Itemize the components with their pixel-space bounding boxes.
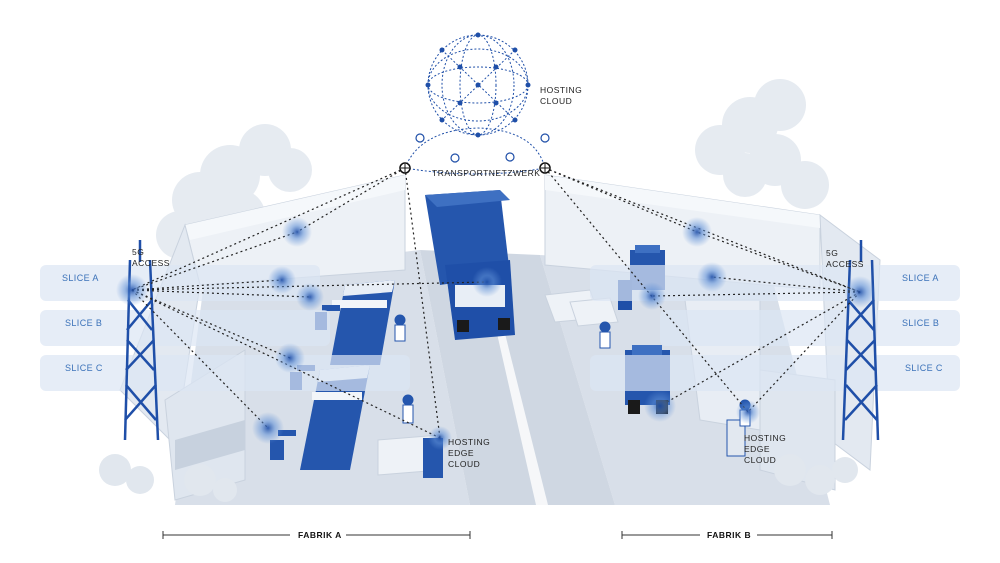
hosting-cloud-label-2: CLOUD: [540, 96, 572, 106]
access-right-label-2: ACCESS: [826, 259, 864, 269]
edge-right-label-1: HOSTING: [744, 433, 786, 443]
edge-server-right: [726, 419, 746, 457]
trees-right: [695, 79, 829, 209]
slice-panel-right-b: SLICE B: [660, 310, 960, 346]
edge-right-label-3: CLOUD: [744, 455, 776, 465]
hosting-cloud-sphere: [425, 32, 531, 138]
network-links: [131, 167, 861, 439]
slice-panel-left-c: SLICE C: [40, 355, 410, 391]
access-left-label-1: 5G: [132, 247, 144, 257]
signal-halos: [116, 217, 876, 450]
fabrik-b-label: FABRIK B: [707, 530, 751, 540]
access-right-label-1: 5G: [826, 248, 838, 258]
transportnetzwerk-label: TRANSPORTNETZWERK: [432, 168, 540, 178]
fabrik-b-scale: [621, 531, 833, 539]
hosting-cloud-label-1: HOSTING: [540, 85, 582, 95]
access-left-label-2: ACCESS: [132, 258, 170, 268]
fabrik-a-scale: [162, 531, 471, 539]
edge-left-label-1: HOSTING: [448, 437, 490, 447]
transport-ring: [404, 127, 550, 175]
slice-panel-left-a: SLICE A: [40, 265, 320, 301]
fabrik-a-label: FABRIK A: [298, 530, 342, 540]
slice-left-c-label: SLICE C: [65, 363, 103, 373]
slice-left-b-label: SLICE B: [65, 318, 102, 328]
slice-left-a-label: SLICE A: [62, 273, 99, 283]
edge-left-label-2: EDGE: [448, 448, 474, 458]
slice-right-c-label: SLICE C: [905, 363, 943, 373]
slice-right-a-label: SLICE A: [902, 273, 939, 283]
edge-right-label-2: EDGE: [744, 444, 770, 454]
router-node-left: [399, 162, 411, 174]
router-node-right: [539, 162, 551, 174]
slice-panel-right-c: SLICE C: [590, 355, 960, 391]
slice-panel-left-b: SLICE B: [40, 310, 330, 346]
bushes: [99, 454, 858, 502]
slice-right-b-label: SLICE B: [902, 318, 939, 328]
tower-left: [123, 240, 160, 441]
edge-left-label-3: CLOUD: [448, 459, 480, 469]
pallets: [544, 289, 619, 327]
